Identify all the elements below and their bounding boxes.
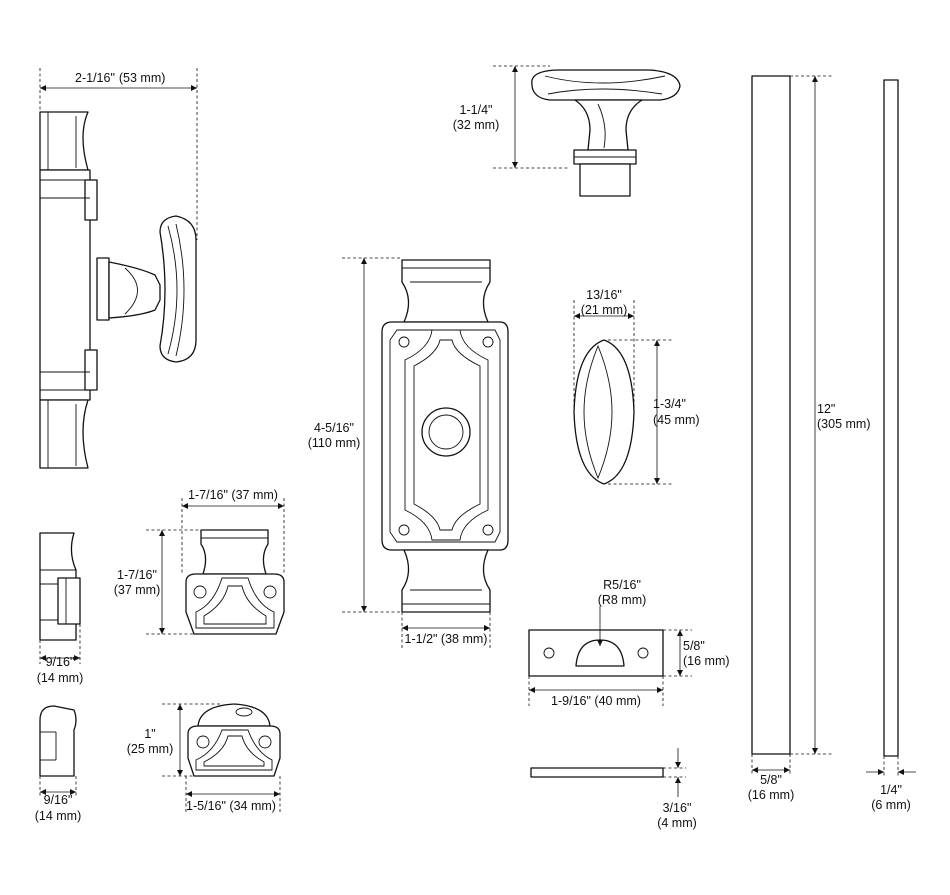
end-cap-side-view [39,705,77,798]
knob-top-view [573,300,674,485]
knob-side-view [493,65,681,197]
rod-wide-width-metric: (16 mm) [748,788,795,802]
guide-side-view [39,532,81,664]
end-height-metric: (25 mm) [127,742,174,756]
guide-height-metric: (37 mm) [114,583,161,597]
end-height-label: 1" [144,727,155,741]
knob-top-length-label: 1-3/4" [653,397,686,411]
cremone-width-label: 2-1/16" [75,71,115,85]
strike-edge-view [530,748,686,797]
body-width-label: 1-1/2" (38 mm) [405,632,488,646]
end-depth-metric: (14 mm) [35,809,82,823]
end-depth-label: 9/16" [44,793,73,807]
end-width-label: 1-5/16" (34 mm) [186,799,276,813]
strike-height-label: 5/8" [683,639,705,653]
guide-depth-label: 9/16" [46,655,75,669]
knob-top-length-metric: (45 mm) [653,413,700,427]
strike-height-metric: (16 mm) [683,654,730,668]
strike-plate-view [528,606,692,706]
strike-thickness-label: 3/16" [663,801,692,815]
guide-height-label: 1-7/16" [117,568,157,582]
rod-length-label: 12" [817,402,835,416]
rod-wide [751,75,832,776]
strike-thickness-metric: (4 mm) [657,816,697,830]
rod-thin-width-metric: (6 mm) [871,798,911,812]
guide-width-label: 1-7/16" (37 mm) [188,488,278,502]
rod-wide-width-label: 5/8" [760,773,782,787]
rod-thin-width-label: 1/4" [880,783,902,797]
knob-height-label: 1-1/4" [460,103,493,117]
body-height-label: 4-5/16" [314,421,354,435]
rod-length-metric: (305 mm) [817,417,870,431]
guide-front-view [146,498,285,635]
knob-top-width-metric: (21 mm) [581,303,628,317]
strike-width-label: 1-9/16" (40 mm) [551,694,641,708]
knob-height-metric: (32 mm) [453,118,500,132]
knob-top-width-label: 13/16" [586,288,622,302]
end-cap-front-view [162,703,281,812]
strike-radius-metric: (R8 mm) [598,593,647,607]
rod-thin [866,79,916,778]
guide-depth-metric: (14 mm) [37,671,84,685]
cremone-side-view [39,68,198,469]
cremone-front-view [342,257,509,648]
body-height-metric: (110 mm) [308,436,361,450]
cremone-width-metric: (53 mm) [119,71,166,85]
strike-radius-label: R5/16" [603,578,641,592]
